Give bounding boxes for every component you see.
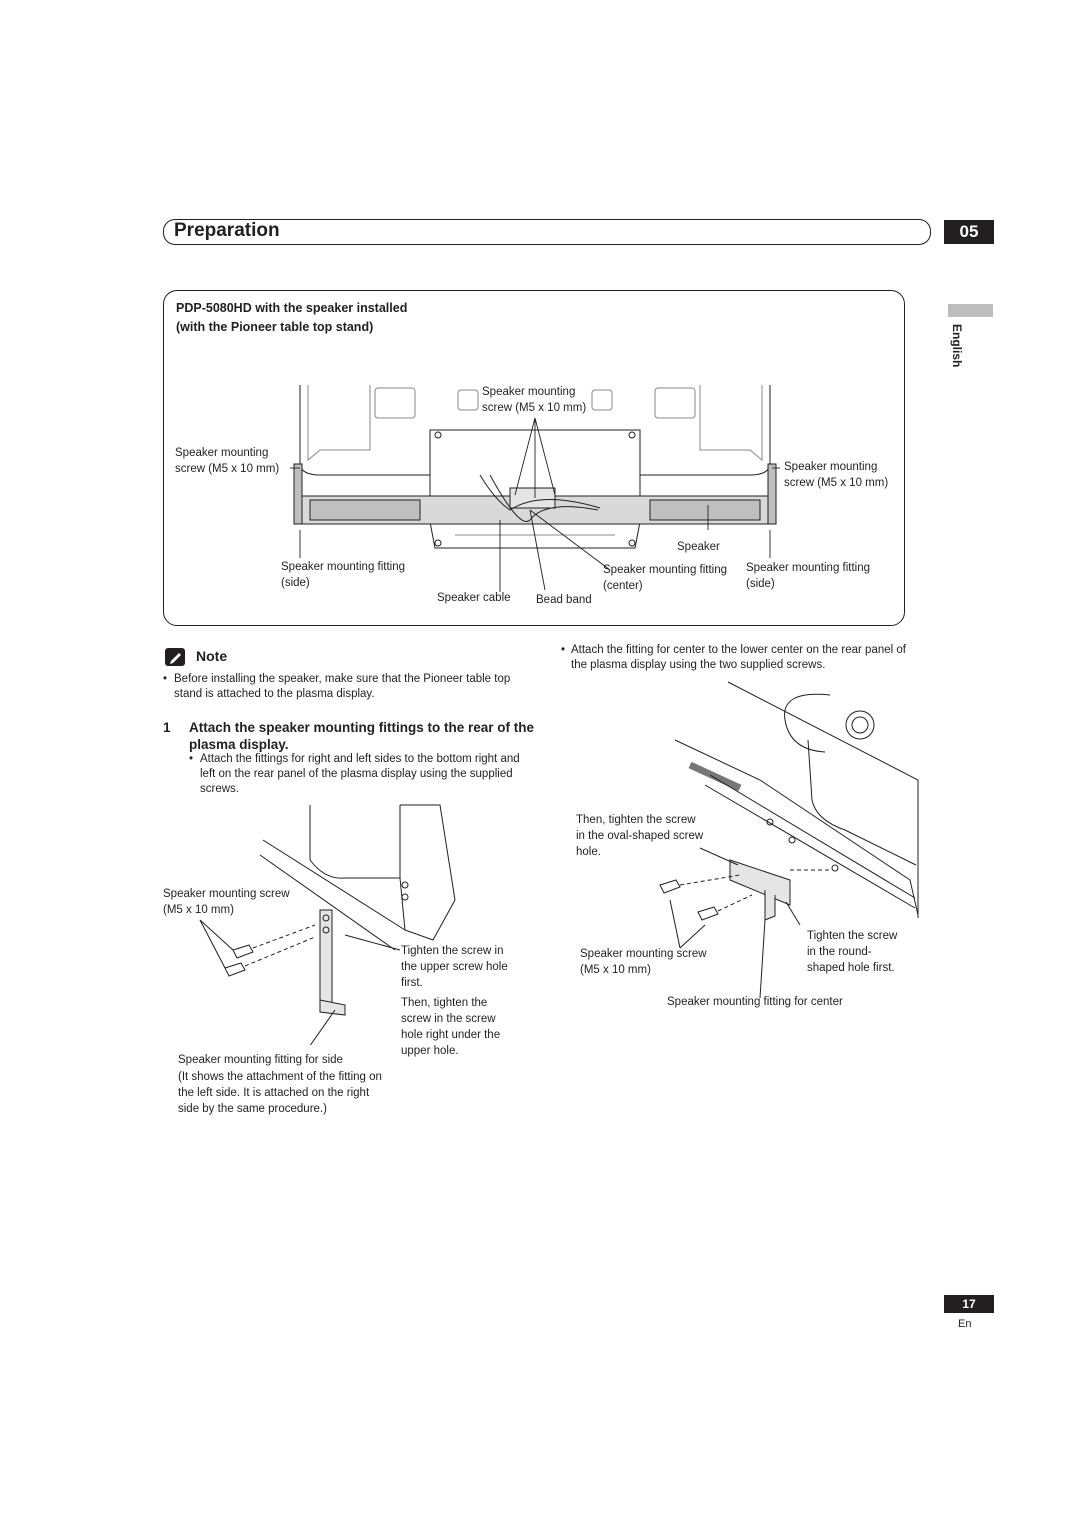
label-screw-top-line1: Speaker mounting (482, 386, 576, 398)
label-bead-band: Bead band (536, 594, 592, 606)
side-label-then-line4: upper hole. (401, 1045, 459, 1057)
section-header-bar (163, 219, 931, 245)
side-label-then-line1: Then, tighten the (401, 997, 488, 1009)
side-fitting-diagram (199, 804, 456, 1045)
center-label-tighten-line1: Tighten the screw (807, 930, 898, 942)
side-label-tighten-upper-line3: first. (401, 977, 423, 989)
label-screw-top-line2: screw (M5 x 10 mm) (482, 402, 587, 414)
center-label-then-line3: hole. (576, 846, 601, 858)
page-number-badge: 17 (944, 1295, 994, 1313)
step-1-bullet: • Attach the fittings for right and left… (189, 753, 520, 795)
side-label-then-line3: hole right under the (401, 1029, 501, 1041)
label-screw-right-line1: Speaker mounting (784, 461, 878, 473)
label-screw-left-line1: Speaker mounting (175, 447, 269, 459)
label-screw-right-line2: screw (M5 x 10 mm) (784, 477, 889, 489)
figure-caption-line2: (with the Pioneer table top stand) (176, 320, 374, 334)
language-tab: English (950, 324, 1007, 367)
label-speaker: Speaker (677, 541, 720, 553)
side-label-tighten-upper-line2: the upper screw hole (401, 961, 508, 973)
center-label-screw-line2: (M5 x 10 mm) (580, 964, 651, 976)
language-label: English (950, 324, 964, 368)
label-fitting-side-right-line2: (side) (746, 578, 775, 590)
figure-caption: PDP-5080HD with the speaker installed (w… (176, 299, 407, 337)
label-fitting-side-left-line2: (side) (281, 577, 310, 589)
label-fitting-center-line2: (center) (603, 580, 643, 592)
side-label-screw-line2: (M5 x 10 mm) (163, 904, 234, 916)
center-fitting-diagram (659, 681, 919, 999)
center-fitting-bullet: • Attach the fitting for center to the l… (561, 644, 906, 671)
side-label-note-line1: (It shows the attachment of the fitting … (178, 1071, 382, 1083)
center-label-then-line2: in the oval-shaped screw (576, 830, 704, 842)
center-label-tighten-line3: shaped hole first. (807, 962, 895, 974)
label-fitting-center-line1: Speaker mounting fitting (603, 564, 728, 576)
label-fitting-side-right-line1: Speaker mounting fitting (746, 562, 871, 574)
center-label-screw-line1: Speaker mounting screw (580, 948, 707, 960)
chapter-number-badge: 05 (944, 220, 994, 244)
note-icon (165, 648, 185, 666)
note-bullet: • Before installing the speaker, make su… (163, 673, 511, 700)
note-title: Note (196, 648, 228, 664)
label-fitting-side-left-line1: Speaker mounting fitting (281, 561, 406, 573)
language-tab-marker (948, 304, 993, 317)
section-title: Preparation (174, 220, 280, 241)
step-1-heading: 1 Attach the speaker mounting fittings t… (163, 720, 535, 752)
side-label-note-line2: the left side. It is attached on the rig… (178, 1087, 370, 1099)
center-label-tighten-line2: in the round- (807, 946, 872, 958)
side-label-fitting: Speaker mounting fitting for side (178, 1054, 343, 1066)
side-label-note-line3: side by the same procedure.) (178, 1103, 327, 1115)
rear-panel-speaker-diagram (293, 385, 777, 549)
center-label-fitting: Speaker mounting fitting for center (667, 996, 843, 1008)
center-label-then-line1: Then, tighten the screw (576, 814, 696, 826)
side-label-then-line2: screw in the screw (401, 1013, 496, 1025)
label-screw-left-line2: screw (M5 x 10 mm) (175, 463, 280, 475)
figure-caption-line1: PDP-5080HD with the speaker installed (176, 301, 408, 315)
page-language: En (958, 1318, 972, 1330)
side-label-tighten-upper-line1: Tighten the screw in (401, 945, 504, 957)
label-speaker-cable: Speaker cable (437, 592, 511, 604)
figure-frame (163, 290, 905, 626)
top-figure-leader-lines (290, 417, 780, 592)
side-label-screw-line1: Speaker mounting screw (163, 888, 290, 900)
